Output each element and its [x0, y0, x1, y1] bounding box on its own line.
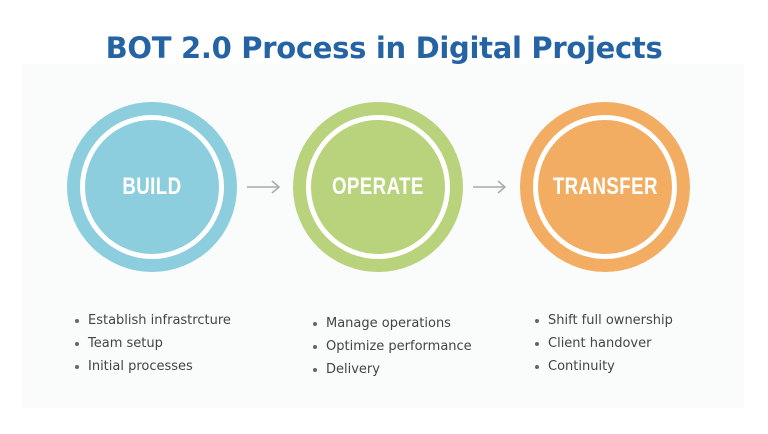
bullet-dot-icon	[535, 342, 539, 346]
bullet-dot-icon	[75, 365, 79, 369]
stage-transfer-bullets: Shift full ownership Client handover Con…	[534, 309, 673, 378]
stage-transfer-circle: TRANSFER	[520, 102, 690, 272]
bullet-item: Initial processes	[74, 355, 231, 378]
page-title: BOT 2.0 Process in Digital Projects	[105, 31, 663, 65]
bullet-item: Manage operations	[312, 312, 472, 335]
bullet-item: Optimize performance	[312, 335, 472, 358]
stage-build-bullets: Establish infrastrcture Team setup Initi…	[74, 309, 231, 378]
stage-operate-bullets: Manage operations Optimize performance D…	[312, 312, 472, 381]
stage-build-circle: BUILD	[67, 102, 237, 272]
bullet-item: Team setup	[74, 332, 231, 355]
stage-build-ring	[80, 115, 224, 259]
stage-operate-circle: OPERATE	[293, 102, 463, 272]
bullet-item: Shift full ownership	[534, 309, 673, 332]
bullet-dot-icon	[535, 319, 539, 323]
bullet-dot-icon	[535, 365, 539, 369]
bullet-dot-icon	[313, 345, 317, 349]
stage-operate-ring	[306, 115, 450, 259]
stage-build-label: BUILD	[122, 173, 182, 200]
stage-transfer-ring	[533, 115, 677, 259]
arrow-right-icon	[247, 180, 281, 194]
stage-transfer-label: TRANSFER	[552, 173, 658, 200]
bullet-dot-icon	[313, 322, 317, 326]
bullet-dot-icon	[313, 368, 317, 372]
stage-operate-label: OPERATE	[332, 173, 424, 200]
bullet-item: Establish infrastrcture	[74, 309, 231, 332]
bullet-item: Continuity	[534, 355, 673, 378]
bullet-dot-icon	[75, 342, 79, 346]
bullet-dot-icon	[75, 319, 79, 323]
arrow-right-icon	[473, 180, 507, 194]
bullet-item: Delivery	[312, 358, 472, 381]
bullet-item: Client handover	[534, 332, 673, 355]
